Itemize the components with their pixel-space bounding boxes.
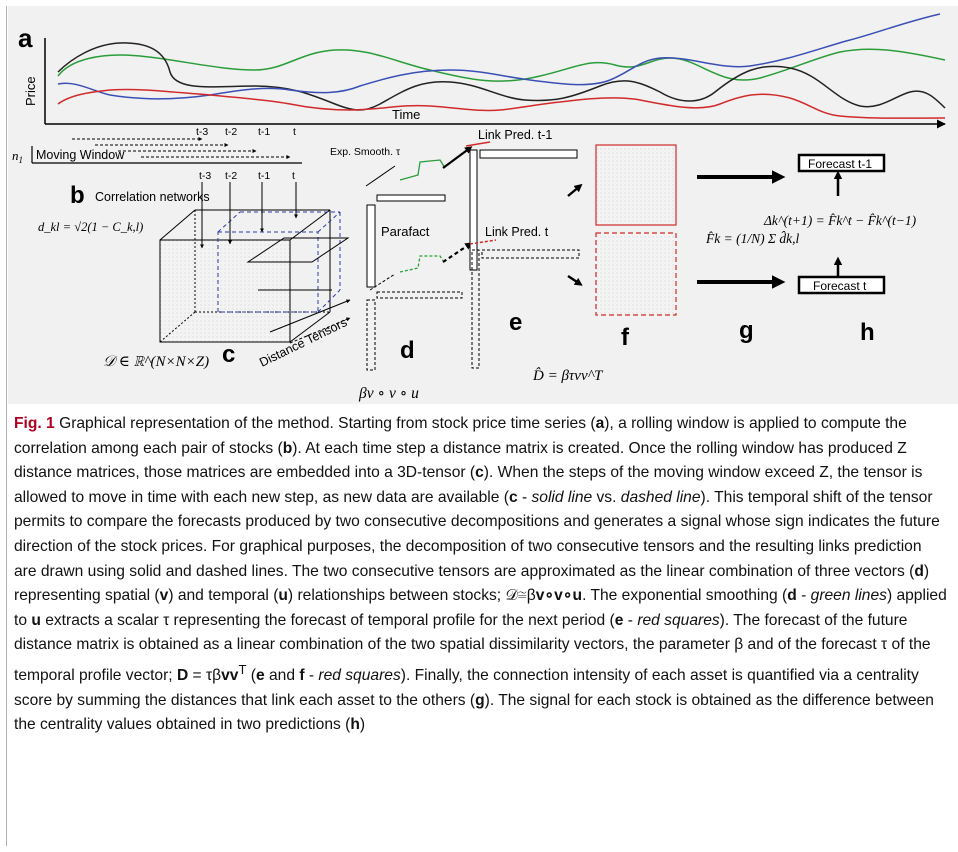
link-pred-prev-horizontal (479, 149, 578, 159)
caption-label: Fig. 1 (14, 415, 55, 432)
ref-g: g (475, 691, 485, 709)
ref-c2: c (508, 488, 518, 506)
ref-d2: d (787, 587, 797, 605)
cp-formula: βv ∘ v ∘ u (358, 385, 419, 402)
price-axis-label: Price (23, 76, 38, 106)
predicted-matrix-now (595, 232, 677, 316)
figure-caption: Fig. 1 Graphical representation of the m… (14, 415, 947, 734)
forecast-now-box (797, 275, 886, 295)
link-pred-now-vertical (471, 249, 480, 369)
exp-smooth-dashed-green (399, 255, 445, 273)
d-hat-formula: D̂ = βτvv^T (532, 368, 604, 384)
exp-smooth-label: Exp. Smooth. τ (330, 146, 401, 158)
price-series-red (57, 88, 946, 119)
panel-b-letter: b (70, 182, 85, 209)
ref-f: f (299, 667, 305, 685)
correlation-networks-label: Correlation networks (95, 190, 210, 204)
figure-frame (6, 6, 953, 846)
step-t-2-mid: t-2 (225, 170, 237, 182)
time-axis-label: Time (392, 107, 420, 122)
ref-b: b (282, 439, 293, 457)
step-t-1-top: t-1 (258, 126, 270, 138)
ref-e: e (614, 611, 624, 629)
moving-window-label: Moving Window (36, 148, 125, 162)
panel-f-letter: f (621, 324, 630, 351)
panel-d-letter: d (400, 337, 415, 364)
link-pred-prev-vertical (469, 149, 478, 271)
parafac-decomposition (365, 165, 463, 371)
panel-g-letter: g (739, 317, 754, 344)
price-series-blue (57, 13, 941, 100)
price-series-green (57, 48, 946, 82)
tensor-space-label: 𝒟 ∈ ℝ^(N×N×Z) (103, 354, 209, 370)
price-series-black (57, 42, 946, 111)
tensor-cube (159, 182, 350, 343)
ref-e2: e (255, 667, 265, 685)
parafact-label: Parafact (381, 224, 430, 239)
step-t-3-top: t-3 (196, 126, 208, 138)
n1-subscript: 1 (19, 155, 24, 165)
svg-text:n1: n1 (12, 148, 23, 165)
panel-c-letter: c (222, 341, 235, 368)
step-t-mid: t (292, 170, 295, 182)
n1-label: n (12, 148, 19, 163)
ref-a: a (595, 415, 605, 432)
step-t-3-mid: t-3 (199, 170, 211, 182)
figure-diagram: a Price Time n1 Moving Window t-3 t-2 t-… (12, 13, 946, 402)
ref-c: c (475, 464, 484, 482)
step-t-2-top: t-2 (225, 126, 237, 138)
ref-d: d (914, 562, 924, 580)
exp-smooth-solid-green (399, 159, 446, 181)
forecast-prev-label: Forecast t-1 (808, 157, 872, 171)
predicted-matrix-prev (595, 144, 677, 226)
link-pred-prev-label: Link Pred. t-1 (478, 128, 552, 142)
panel-a-letter: a (18, 23, 33, 53)
panel-h-letter: h (860, 319, 875, 346)
distance-formula: d_kl = √2(1 − C_k,l) (38, 220, 143, 234)
step-t-1-mid: t-1 (258, 170, 270, 182)
link-pred-now-label: Link Pred. t (485, 225, 549, 239)
link-pred-now-horizontal (481, 249, 580, 259)
forecast-now-label: Forecast t (813, 279, 867, 293)
delta-formula: Δk^(t+1) = F̂k^t − F̂k^(t−1) (763, 213, 917, 228)
panel-e-letter: e (509, 309, 522, 336)
f-hat-formula: F̂k = (1/N) Σ d̂k,l (705, 231, 799, 246)
step-t-top: t (293, 126, 296, 138)
ref-h: h (350, 716, 360, 734)
